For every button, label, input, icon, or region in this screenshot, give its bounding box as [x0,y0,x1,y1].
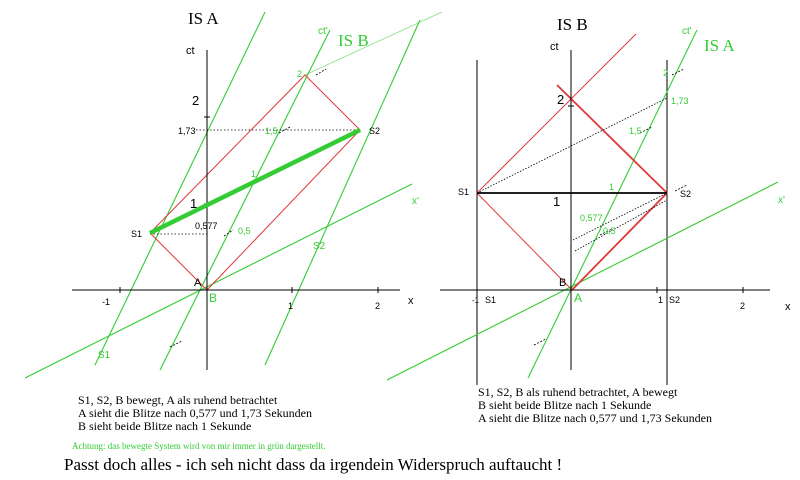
right-worldline-s1-label: S1 [485,295,496,305]
right-caption-line-2: B sieht beide Blitze nach 1 Sekunde [478,398,652,412]
right-tick-label-ct-2: 2 [557,92,564,107]
right-dash-mark-5 [533,338,547,346]
left-value-0577: 0,577 [195,221,218,231]
right-ct-prime-axis [527,29,698,379]
right-light-ray-s2-back [556,84,668,194]
right-tick-label-x-2: 2 [740,301,745,311]
right-title: IS B [557,15,588,34]
left-caption-line-3: B sieht beide Blitze nach 1 Sekunde [78,419,252,433]
left-label-is-b: IS B [338,31,369,50]
left-tick-label-ct-1: 1 [190,196,197,211]
left-worldline-s2 [264,19,421,366]
left-diagram: IS A IS B ct ct' x x' -1 1 2 1 2 1,73 0,… [24,9,443,379]
left-simultaneity-line [149,127,361,236]
left-axis-ct-label: ct [186,45,195,57]
left-dash-mark-4 [169,340,183,348]
left-axis-ct-prime-label: ct' [318,26,328,37]
left-axis-x-prime-label: x' [412,196,419,207]
right-label-is-a: IS A [704,36,735,55]
right-axis-ct-label: ct [550,41,559,53]
right-dashed-173 [476,97,668,194]
left-title: IS A [188,9,219,28]
right-event-s2: S2 [680,189,691,199]
right-tick-label-ct-1: 1 [553,194,560,209]
right-diagram: IS B IS A ct ct' x x' -1 1 2 1 2 1,73 0,… [386,15,791,385]
right-axis-x-label: x [785,301,791,313]
left-tick-label-x-neg1: -1 [102,297,110,307]
right-value-173: 1,73 [671,96,689,106]
left-point-b: B [209,291,217,305]
left-tick-label-x-1: 1 [288,301,293,311]
right-axis-x-prime-label: x' [778,195,785,206]
left-value-173: 1,73 [178,126,196,136]
left-caption-line-1: S1, S2, B bewegt, A als ruhend betrachte… [78,393,278,407]
left-ct-prime-axis [159,29,331,371]
right-value-0577: 0,577 [580,213,603,223]
right-caption-line-3: A sieht die Blitze nach 0,577 und 1,73 S… [478,411,712,425]
right-dash-mark-3 [671,68,685,76]
right-dash-mark-2 [639,126,653,134]
right-dash-mark-1 [599,228,613,236]
right-green-tick-15: 1,5 [629,126,642,136]
right-tick-label-x-neg1: -1 [472,296,480,305]
left-tick-label-x-2: 2 [375,301,380,311]
right-event-s1: S1 [458,187,469,197]
left-dash-mark-3 [315,68,327,76]
left-axis-x-label: x [408,295,414,307]
left-green-tick-2: 2 [297,69,302,79]
right-caption: S1, S2, B als ruhend betrachtet, A beweg… [478,386,712,425]
right-point-b: B [559,277,566,289]
right-light-ray-s1-up [476,33,637,194]
right-tick-label-x-1: 1 [658,295,663,305]
left-green-tick-05: 0,5 [238,226,251,236]
right-green-tick-2: 2 [663,68,668,78]
conclusion-text: Passt doch alles - ich seh nicht dass da… [64,455,563,474]
green-system-note: Achtung: das bewegte System wird von mir… [72,441,326,451]
right-light-ray-s2-bold [571,192,668,291]
right-axis-ct-prime-label: ct' [682,26,692,37]
right-green-tick-1: 1 [609,182,614,192]
left-green-tick-15: 1,5 [265,126,278,136]
left-light-extension [304,11,443,76]
right-dashed-0577-a [572,192,668,241]
left-event-s2: S2 [369,126,380,136]
left-caption-line-2: A sieht die Blitze nach 0,577 und 1,73 S… [78,406,312,420]
right-green-tick-05: 0,5 [603,226,616,236]
right-x-prime-axis [386,181,779,381]
right-point-a: A [574,291,582,305]
left-worldline-s1-label: S1 [98,350,111,361]
right-caption-line-1: S1, S2, B als ruhend betrachtet, A beweg… [478,385,678,399]
right-dash-mark-4 [674,184,688,192]
left-point-a: A [194,277,202,289]
right-dashed-0577-b [574,199,668,252]
right-worldline-s2-label: S2 [669,295,680,305]
left-worldline-s1 [94,11,266,366]
left-dash-mark-1 [223,229,234,237]
left-x-prime-axis [24,183,413,379]
left-event-s1: S1 [131,229,142,239]
left-tick-label-ct-2: 2 [192,93,199,108]
left-caption: S1, S2, B bewegt, A als ruhend betrachte… [78,394,312,433]
left-worldline-s2-label: S2 [313,241,326,252]
left-green-tick-1: 1 [251,169,256,179]
